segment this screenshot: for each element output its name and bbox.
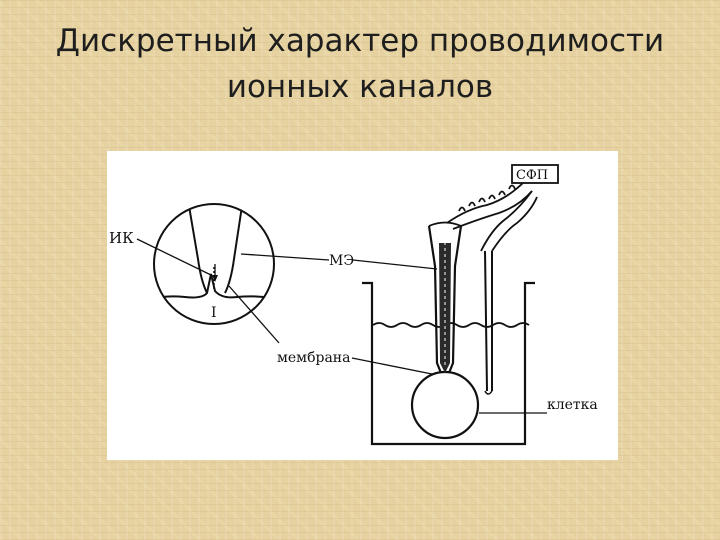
inset-circle <box>153 203 275 325</box>
coiled-wires <box>446 180 538 252</box>
title-line-1: Дискретный характер проводимости <box>55 23 665 59</box>
me-inset-leader-line <box>240 253 330 261</box>
membrane-leader-line <box>351 357 443 377</box>
inset-membrane <box>154 273 274 300</box>
membrane-label: мембрана <box>277 350 350 366</box>
sfp-box <box>511 164 559 184</box>
inset-magnified-view <box>153 203 275 325</box>
title-line-2: ионных каналов <box>226 69 494 105</box>
sfp-label: СФП <box>516 168 548 183</box>
beaker <box>362 281 535 446</box>
cell-label: клетка <box>547 397 598 413</box>
me-label: МЭ <box>329 253 354 269</box>
reference-electrode <box>484 250 493 395</box>
cell <box>410 370 480 440</box>
micropipette-electrode <box>427 221 463 374</box>
inset-pipette-right-wall <box>224 205 243 294</box>
membrane-inset-leader-line <box>228 285 280 344</box>
inset-pipette-left-wall <box>188 205 208 294</box>
slide-title: Дискретный характер проводимости ионных … <box>0 18 720 110</box>
liquid-surface <box>372 322 530 328</box>
ik-leader-line <box>136 238 212 276</box>
me-leader-line <box>352 259 438 270</box>
current-arrowhead <box>212 275 218 282</box>
patch-clamp-diagram: ИК МЭ I мембрана СФП клетка <box>109 164 598 446</box>
patch-clamp-figure: ИК МЭ I мембрана СФП клетка <box>107 151 618 460</box>
current-label: I <box>211 305 217 321</box>
ik-label: ИК <box>109 229 134 247</box>
